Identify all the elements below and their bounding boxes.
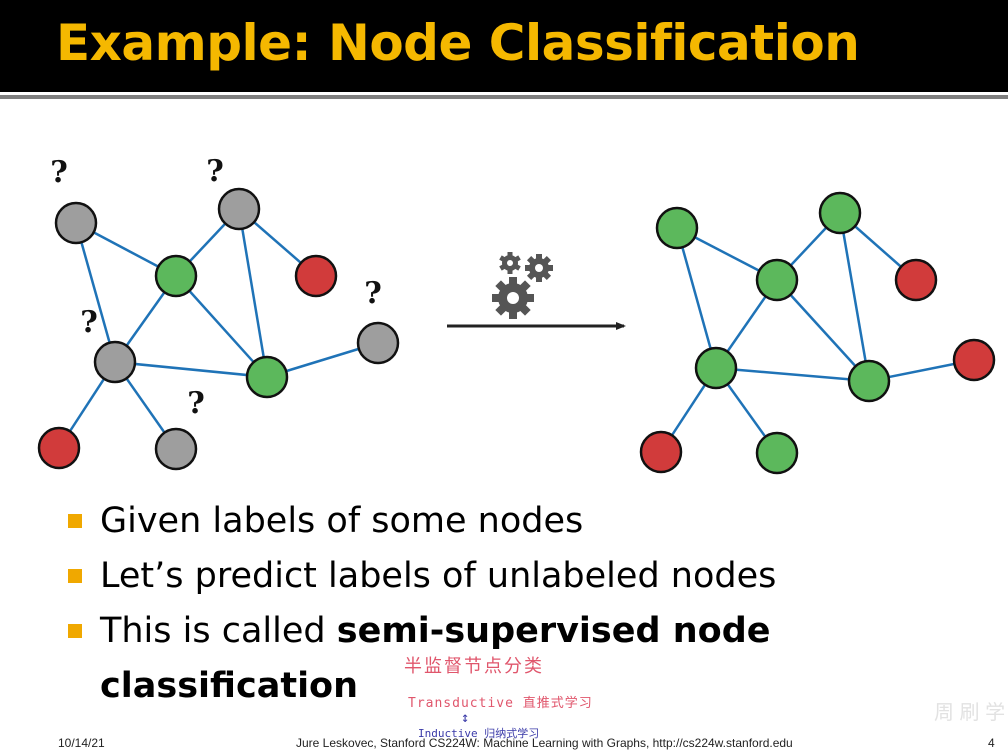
title-bar: Example: Node Classification xyxy=(0,0,1008,92)
footer-date: 10/14/21 xyxy=(58,736,105,750)
bullet-item: This is called semi-supervised node clas… xyxy=(62,604,776,714)
graph-edge xyxy=(675,227,718,369)
left-node-green xyxy=(154,254,198,298)
bullet-text-bold-continued: classification xyxy=(100,666,359,706)
left-node-unlabeled xyxy=(217,187,261,231)
bullet-square-icon xyxy=(68,514,82,528)
graph-edge xyxy=(114,360,268,379)
watermark: 周 刷 学 xyxy=(934,702,1006,724)
handwritten-note-transductive: Transductive 直推式学习 xyxy=(408,696,593,711)
right-node-green xyxy=(818,191,862,235)
bullet-text: Given labels of some nodes xyxy=(100,501,584,541)
left-graph-edges xyxy=(57,208,379,450)
bullet-list: Given labels of some nodes Let’s predict… xyxy=(62,494,776,714)
left-node-red xyxy=(294,254,338,298)
left-node-green xyxy=(245,355,289,399)
title-underline-gray xyxy=(0,95,1008,99)
title-underline-white xyxy=(0,92,1008,95)
right-node-red xyxy=(894,258,938,302)
left-node-unlabeled xyxy=(54,201,98,245)
left-node-unlabeled xyxy=(93,340,137,384)
footer-credit: Jure Leskovec, Stanford CS224W: Machine … xyxy=(296,736,793,750)
bullet-square-icon xyxy=(68,624,82,638)
page-number: 4 xyxy=(988,736,995,750)
handwritten-note-semi-supervised: 半监督节点分类 xyxy=(404,656,544,677)
right-node-green xyxy=(694,346,738,390)
unknown-label-mark: ? xyxy=(80,305,98,340)
slide-title: Example: Node Classification xyxy=(56,14,860,72)
right-graph-nodes xyxy=(639,191,996,475)
left-node-red xyxy=(37,426,81,470)
right-graph-edges xyxy=(659,212,975,454)
unknown-label-mark: ? xyxy=(206,154,224,189)
right-node-red xyxy=(952,338,996,382)
bullet-item: Given labels of some nodes xyxy=(62,494,776,549)
gears-icon xyxy=(492,252,553,319)
unknown-label-mark: ? xyxy=(364,276,382,311)
left-node-unlabeled xyxy=(154,427,198,471)
bullet-text-prefix: This is called xyxy=(100,611,337,651)
graph-edge xyxy=(237,208,269,378)
graph-edge xyxy=(776,279,870,382)
graph-edge xyxy=(175,275,268,378)
graph-edge xyxy=(838,212,871,382)
right-node-green xyxy=(755,431,799,475)
unknown-label-marks: ????? xyxy=(50,154,382,421)
bullet-item: Let’s predict labels of unlabeled nodes xyxy=(62,549,776,604)
unknown-label-mark: ? xyxy=(187,386,205,421)
handwritten-note-inductive: Inductive 归纳式学习 xyxy=(418,727,540,740)
right-node-green xyxy=(755,258,799,302)
bullet-text: Let’s predict labels of unlabeled nodes xyxy=(100,556,777,596)
unknown-label-mark: ? xyxy=(50,155,68,190)
double-arrow-icon: ↕ xyxy=(461,710,470,726)
right-node-green xyxy=(655,206,699,250)
bullet-text-bold: semi-supervised node xyxy=(336,611,771,651)
bullet-square-icon xyxy=(68,569,82,583)
right-node-green xyxy=(847,359,891,403)
right-node-red xyxy=(639,430,683,474)
left-node-unlabeled xyxy=(356,321,400,365)
graph-edge xyxy=(74,222,117,363)
graph-edge xyxy=(715,366,870,383)
left-graph-nodes xyxy=(37,187,400,471)
